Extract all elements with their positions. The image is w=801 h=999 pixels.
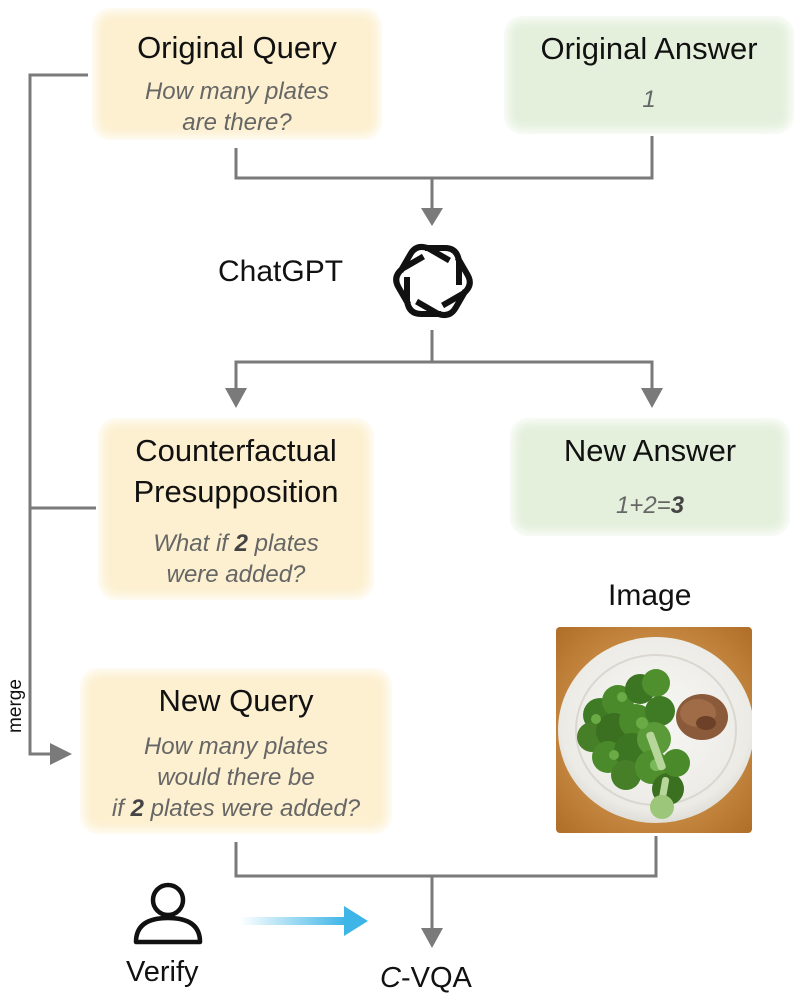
original-query-box: Original Query How many plates are there… <box>92 8 382 140</box>
cvqa-label: C-VQA <box>380 962 472 995</box>
arrow-to-output <box>421 928 443 948</box>
counterfactual-box: Counterfactual Presupposition What if 2 … <box>98 418 374 600</box>
chatgpt-logo-icon <box>393 244 473 318</box>
merge-line <box>28 73 88 756</box>
arrow-to-new-answer <box>641 388 663 408</box>
original-query-line2: are there? <box>182 109 292 136</box>
cvqa-suffix: -VQA <box>400 962 472 994</box>
new-answer-box: New Answer 1+2=3 <box>510 418 790 536</box>
new-query-line3-a: if <box>111 795 131 822</box>
new-answer-title: New Answer <box>563 433 737 468</box>
merge-label: merge <box>5 679 26 733</box>
person-icon <box>133 882 203 945</box>
arrow-to-new-query <box>50 743 72 765</box>
new-answer-value-b: 3 <box>670 492 685 519</box>
new-query-line3-num: 2 <box>130 795 144 822</box>
original-query-title: Original Query <box>137 30 337 65</box>
original-query-line1: How many plates <box>144 78 330 105</box>
new-query-line2: would there be <box>157 764 315 791</box>
original-answer-box: Original Answer 1 <box>504 16 794 134</box>
cvqa-prefix: C <box>380 962 401 994</box>
counterfactual-line1-a: What if <box>153 530 235 557</box>
new-answer-value-a: 1+2= <box>615 492 671 519</box>
counterfactual-line2: were added? <box>166 561 306 588</box>
original-answer-title: Original Answer <box>540 31 758 66</box>
verify-arrow-head <box>344 906 368 936</box>
counterfactual-title-line1: Counterfactual <box>135 433 337 468</box>
merge-to-chatgpt-line <box>234 136 654 180</box>
new-query-line3: if 2 plates were added? <box>80 793 392 824</box>
new-query-line3-b: plates were added? <box>143 795 361 822</box>
arrow-to-chatgpt <box>421 208 443 226</box>
new-query-line1: How many plates <box>143 733 329 760</box>
verify-label: Verify <box>126 956 199 988</box>
new-query-title: New Query <box>158 683 314 718</box>
original-answer-value: 1 <box>642 86 656 113</box>
arrow-to-counterfactual <box>225 388 247 408</box>
verify-arrow-shaft <box>240 917 346 925</box>
new-query-box: New Query How many plates would there be… <box>80 668 392 834</box>
to-output-line <box>234 836 658 878</box>
split-line <box>234 360 654 390</box>
counterfactual-title-line2: Presupposition <box>133 474 339 509</box>
food-plate-image <box>556 627 752 833</box>
chatgpt-label: ChatGPT <box>218 255 344 288</box>
counterfactual-line1-num: 2 <box>234 530 248 557</box>
new-answer-value: 1+2=3 <box>510 490 790 521</box>
counterfactual-line1-b: plates <box>248 530 319 557</box>
image-label: Image <box>608 579 692 612</box>
counterfactual-line1: What if 2 plates <box>98 528 374 559</box>
